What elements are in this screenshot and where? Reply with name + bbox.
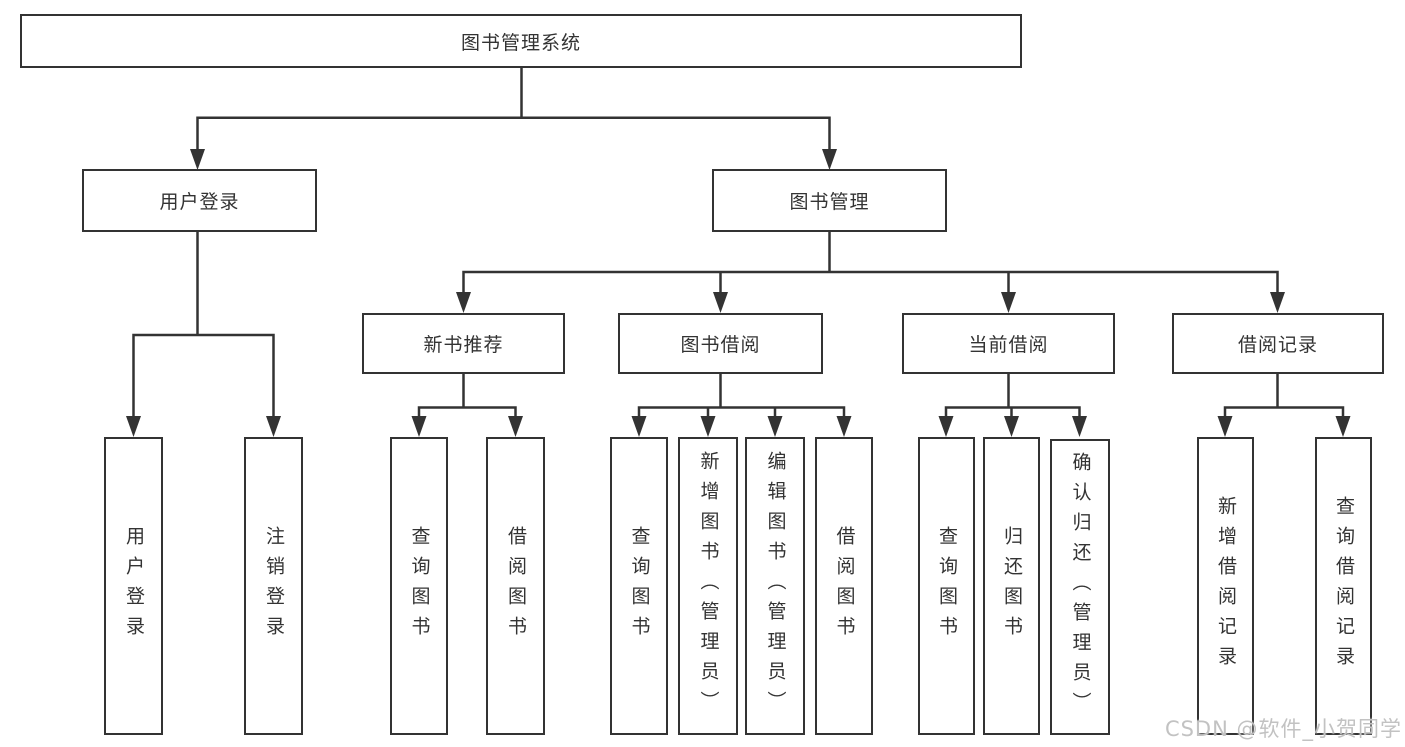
node-library-system: 图书管理系统 [20, 14, 1022, 68]
leaf-return-books: 归还图书 [983, 437, 1040, 735]
leaf-borrow-books: 借阅图书 [815, 437, 873, 735]
node-borrow-records: 借阅记录 [1172, 313, 1384, 374]
leaf-query-borrow-record: 查询借阅记录 [1315, 437, 1372, 735]
leaf-borrow-books-recommend: 借阅图书 [486, 437, 545, 735]
tree-edges [132, 68, 1345, 419]
leaf-query-books-current: 查询图书 [918, 437, 975, 735]
leaf-logout-login: 注销登录 [244, 437, 303, 735]
node-current-borrowing: 当前借阅 [902, 313, 1115, 374]
leaf-query-books-borrow: 查询图书 [610, 437, 668, 735]
leaf-add-books-admin: 新增图书（管理员） [678, 437, 738, 735]
leaf-add-borrow-record: 新增借阅记录 [1197, 437, 1254, 735]
leaf-confirm-return-admin: 确认归还（管理员） [1050, 439, 1110, 735]
leaf-user-login: 用户登录 [104, 437, 163, 735]
leaf-query-books-recommend: 查询图书 [390, 437, 448, 735]
node-book-management: 图书管理 [712, 169, 947, 232]
node-new-book-recommend: 新书推荐 [362, 313, 565, 374]
leaf-edit-books-admin: 编辑图书（管理员） [745, 437, 805, 735]
node-user-login: 用户登录 [82, 169, 317, 232]
watermark: CSDN @软件_小贺同学 [1164, 717, 1402, 741]
node-book-borrowing: 图书借阅 [618, 313, 823, 374]
